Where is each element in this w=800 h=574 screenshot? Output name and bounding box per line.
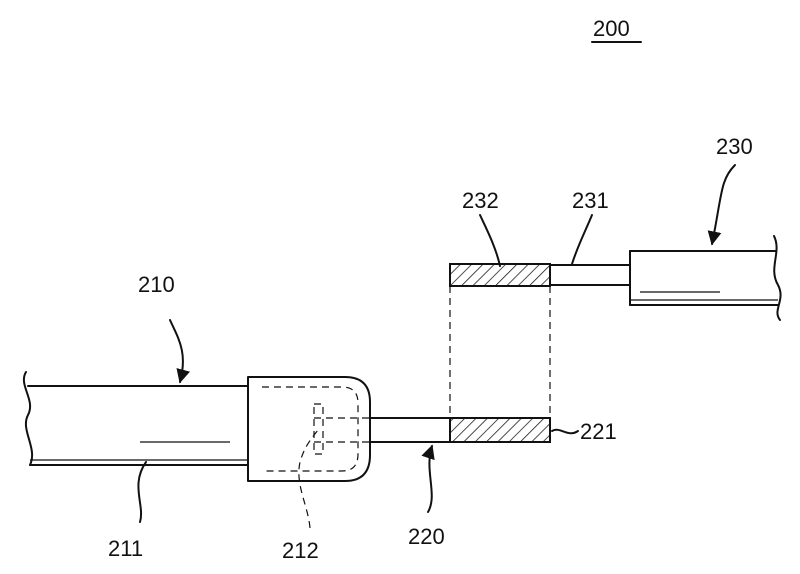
leader-232 xyxy=(480,215,500,266)
leader-221 xyxy=(552,430,578,434)
label-230: 230 xyxy=(716,134,753,159)
connector-housing-212 xyxy=(248,377,370,481)
label-232: 232 xyxy=(462,188,499,213)
leader-210-arrow xyxy=(170,320,183,382)
hatched-section-232 xyxy=(450,264,550,286)
cable-210 xyxy=(24,372,248,465)
pin-220 xyxy=(370,418,550,442)
figure-number: 200 xyxy=(593,16,630,41)
label-211: 211 xyxy=(108,536,143,561)
leader-231 xyxy=(572,215,592,264)
terminal-212-dashed xyxy=(314,404,323,454)
label-212: 212 xyxy=(282,538,319,563)
label-231: 231 xyxy=(572,188,609,213)
cable-230-break-line xyxy=(774,236,781,320)
label-221: 221 xyxy=(580,419,617,444)
cable-230 xyxy=(450,236,781,320)
leader-211 xyxy=(138,462,146,522)
label-210: 210 xyxy=(138,272,175,297)
leader-230-arrow xyxy=(712,165,735,244)
hatched-section-221 xyxy=(450,418,550,442)
leader-220-arrow xyxy=(428,446,432,512)
label-220: 220 xyxy=(408,524,445,549)
connector-inner-dashed-outline xyxy=(262,387,358,471)
connector-housing-outline xyxy=(248,377,370,481)
leader-212 xyxy=(299,430,318,528)
